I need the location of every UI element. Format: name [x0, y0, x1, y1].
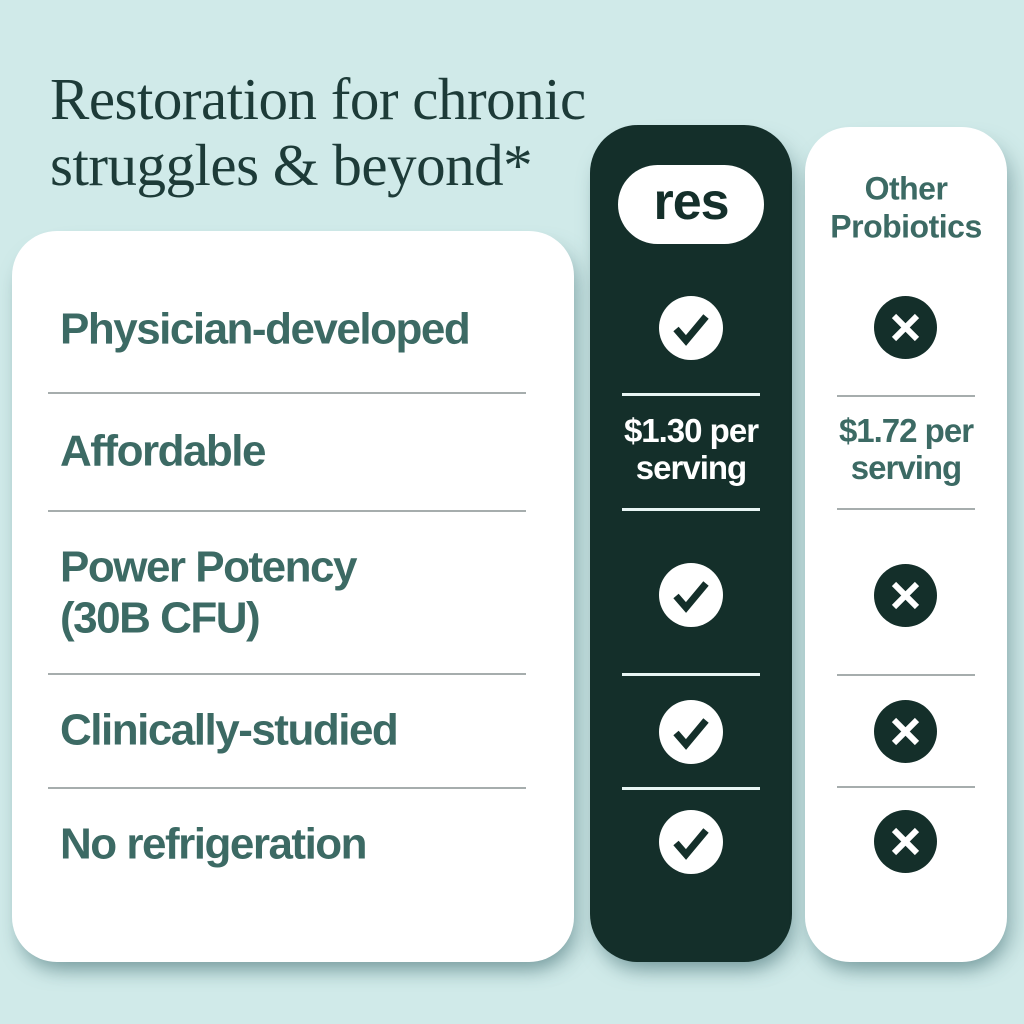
- feature-label: Affordable: [60, 426, 267, 476]
- features-panel: Physician-developed Affordable Power Pot…: [12, 231, 574, 962]
- divider: [48, 510, 526, 512]
- divider: [622, 787, 760, 790]
- check-icon: [659, 810, 723, 874]
- x-icon: [874, 296, 938, 360]
- divider: [837, 508, 975, 510]
- other-probiotics-column: Other Probiotics $1.72 per serving: [805, 127, 1007, 962]
- divider: [48, 673, 526, 675]
- brand-logo-text: res: [653, 172, 729, 231]
- feature-label: Power Potency (30B CFU): [60, 542, 357, 642]
- feature-label: No refrigeration: [60, 819, 368, 869]
- divider: [837, 395, 975, 397]
- res-price: $1.30 per serving: [623, 412, 759, 486]
- x-icon: [874, 700, 938, 764]
- check-icon: [659, 700, 723, 764]
- feature-label: Physician-developed: [60, 304, 471, 354]
- res-pill-logo: res: [618, 165, 764, 244]
- divider: [48, 392, 526, 394]
- divider: [837, 786, 975, 788]
- check-icon: [659, 563, 723, 627]
- divider: [622, 508, 760, 511]
- x-icon: [874, 564, 938, 628]
- res-column: res $1.30 per serving: [590, 125, 792, 962]
- divider: [622, 393, 760, 396]
- check-icon: [659, 296, 723, 360]
- competitor-header: Other Probiotics: [830, 170, 982, 245]
- other-price: $1.72 per serving: [838, 412, 974, 486]
- feature-label: Clinically-studied: [60, 705, 399, 755]
- divider: [48, 787, 526, 789]
- divider: [622, 673, 760, 676]
- divider: [837, 674, 975, 676]
- page-title: Restoration for chronic struggles & beyo…: [50, 65, 586, 198]
- x-icon: [874, 810, 938, 874]
